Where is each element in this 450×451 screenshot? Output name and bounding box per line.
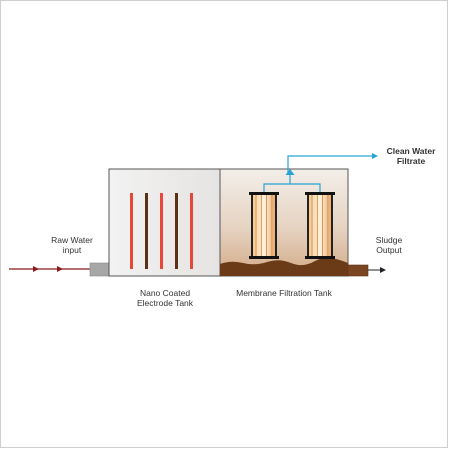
raw-water-inlet-pipe <box>9 266 91 272</box>
sludge-output-label: Sludge Output <box>369 235 409 255</box>
clean-water-label-line2: Filtrate <box>396 156 426 166</box>
electrode-tank <box>108 168 221 277</box>
raw-water-label-line2: input <box>62 245 82 255</box>
electrode-plate-red <box>160 193 163 269</box>
raw-water-label-line1: Raw Water <box>51 235 93 245</box>
membrane-filtration-tank <box>219 168 349 277</box>
electrode-tank-label-line1: Nano Coated <box>139 288 191 298</box>
sludge-label-line1: Sludge <box>375 235 403 245</box>
sludge-layer <box>220 257 348 276</box>
clean-water-arrow-right <box>372 153 378 159</box>
sludge-label-line2: Output <box>376 245 402 255</box>
sludge-outlet-block <box>347 264 369 277</box>
sludge-output-arrow <box>368 267 386 273</box>
clean-water-arrow-up <box>285 169 295 175</box>
inlet-block <box>89 262 111 277</box>
membrane-module <box>249 192 279 259</box>
clean-water-label-line1: Clean Water <box>386 146 436 156</box>
membrane-module <box>305 192 335 259</box>
membrane-tank-label-text: Membrane Filtration Tank <box>236 288 332 298</box>
clean-water-label: Clean Water Filtrate <box>381 146 441 166</box>
electrode-plate-red <box>190 193 193 269</box>
raw-water-label: Raw Water input <box>47 235 97 255</box>
electrode-plate-brown <box>175 193 178 269</box>
electrode-tank-label: Nano Coated Electrode Tank <box>121 288 209 308</box>
membrane-tank-label: Membrane Filtration Tank <box>225 288 343 298</box>
electrode-plate-red <box>130 193 133 269</box>
electrode-tank-label-line2: Electrode Tank <box>136 298 194 308</box>
electrode-plate-brown <box>145 193 148 269</box>
